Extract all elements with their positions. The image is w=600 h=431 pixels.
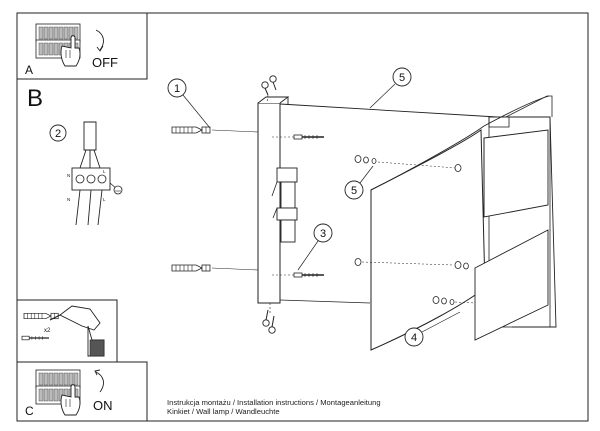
glass-pane-upper [483,129,549,218]
callout-4-label: 4 [411,332,417,344]
callout-4: 4 [404,311,461,347]
lamp-wires [75,189,103,226]
connector-block [271,167,298,243]
footer-line-2: Kinkiet / Wall lamp / Wandleuchte [167,407,280,416]
callout-1-label: 1 [174,83,180,95]
callout-5-top-label: 5 [399,72,405,84]
panel-a-power-off: A OFF [16,12,148,80]
assembly-diagram: 1 5 5 3 4 [167,67,557,351]
wall-dowel-top [171,126,259,134]
terminal-n-top: N [67,173,70,178]
wall-dowel-bottom [171,264,259,272]
rail-top-screws [261,75,277,104]
switch-down-arrow-icon [95,29,104,51]
panel-b-letter: B [27,85,43,112]
rail-bottom-screws [262,303,276,334]
panel-c-action-label: ON [93,398,113,413]
panel-c-power-on: C ON [16,361,148,422]
callout-5-top: 5 [369,67,412,109]
glass-pane-lower [474,229,549,341]
terminal-n-bottom: N [67,197,70,202]
callout-2-label: 2 [55,128,61,140]
terminal-l-bottom: L [103,197,106,202]
callout-3: 3 [297,223,333,271]
supply-cable [83,121,97,151]
quantity-label: x2 [44,328,51,334]
panel-a-letter: A [25,63,33,77]
wiring-detail: 2 N L N L [49,121,123,226]
upper-nut-group [354,155,462,172]
curved-shade [370,129,486,351]
panel-drill-tools: x2 [16,299,118,363]
callout-5-mid-label: 5 [351,185,357,197]
screw-icon [21,335,50,341]
footer-line-1: Instrukcja montażu / Installation instru… [167,398,381,407]
ground-icon [113,185,123,195]
drill-icon [49,305,105,357]
callout-circle-2 [49,124,67,142]
callout-3-label: 3 [320,228,326,240]
switch-up-arrow-icon [95,371,104,393]
pane-nut-group [432,296,476,305]
panel-a-action-label: OFF [92,55,118,70]
lower-nut-group [354,258,469,270]
mounting-rail [257,102,281,304]
callout-5-mid: 5 [344,165,374,200]
panel-c-letter: C [25,404,34,418]
sheet-border [16,12,589,422]
callout-1: 1 [167,78,211,129]
terminal-l-top: L [103,169,106,174]
